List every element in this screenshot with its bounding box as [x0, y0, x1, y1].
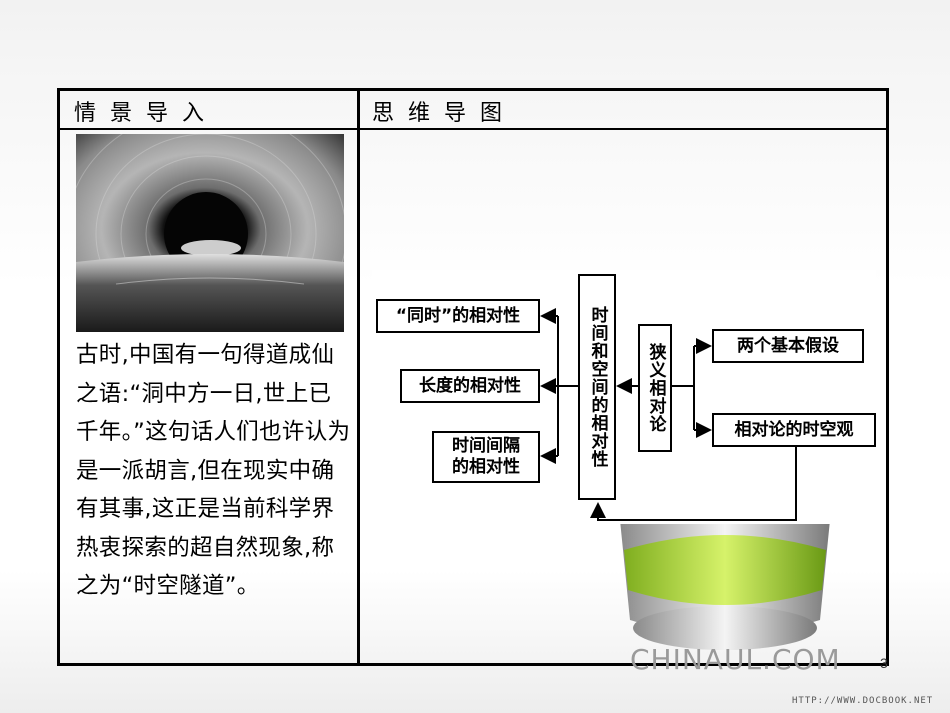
tunnel-photo — [76, 134, 344, 332]
mind-map-diagram: “同时”的相对性 长度的相对性 时间间隔 的相对性 时间和空间的相对性 狭义相对… — [372, 270, 876, 524]
header-mind-map: 思维导图 — [372, 101, 517, 126]
header-scenario-intro: 情景导入 — [74, 101, 219, 126]
header-divider — [57, 128, 889, 130]
column-divider — [357, 88, 360, 666]
node-time-interval-relativity: 时间间隔 的相对性 — [432, 431, 540, 483]
page-number: 3 — [880, 655, 888, 671]
node-spacetime-view: 相对论的时空观 — [712, 413, 876, 447]
node-two-postulates: 两个基本假设 — [712, 329, 864, 363]
mind-map-connectors — [540, 308, 797, 521]
node-spacetime-relativity: 时间和空间的相对性 — [578, 274, 616, 500]
watermark-logo: CHINAUL.COM — [630, 643, 841, 676]
table-frame — [57, 88, 889, 666]
story-text: 古时,中国有一句得道成仙之语:“洞中方一日,世上已千年。”这句话人们也许认为是一… — [76, 342, 351, 599]
watermark-url: HTTP://WWW.DOCBOOK.NET — [792, 696, 934, 706]
node-simultaneity-relativity: “同时”的相对性 — [376, 299, 540, 333]
decorative-ring-graphic — [620, 505, 830, 650]
node-special-relativity: 狭义相对论 — [638, 324, 672, 452]
node-length-relativity: 长度的相对性 — [400, 369, 540, 403]
